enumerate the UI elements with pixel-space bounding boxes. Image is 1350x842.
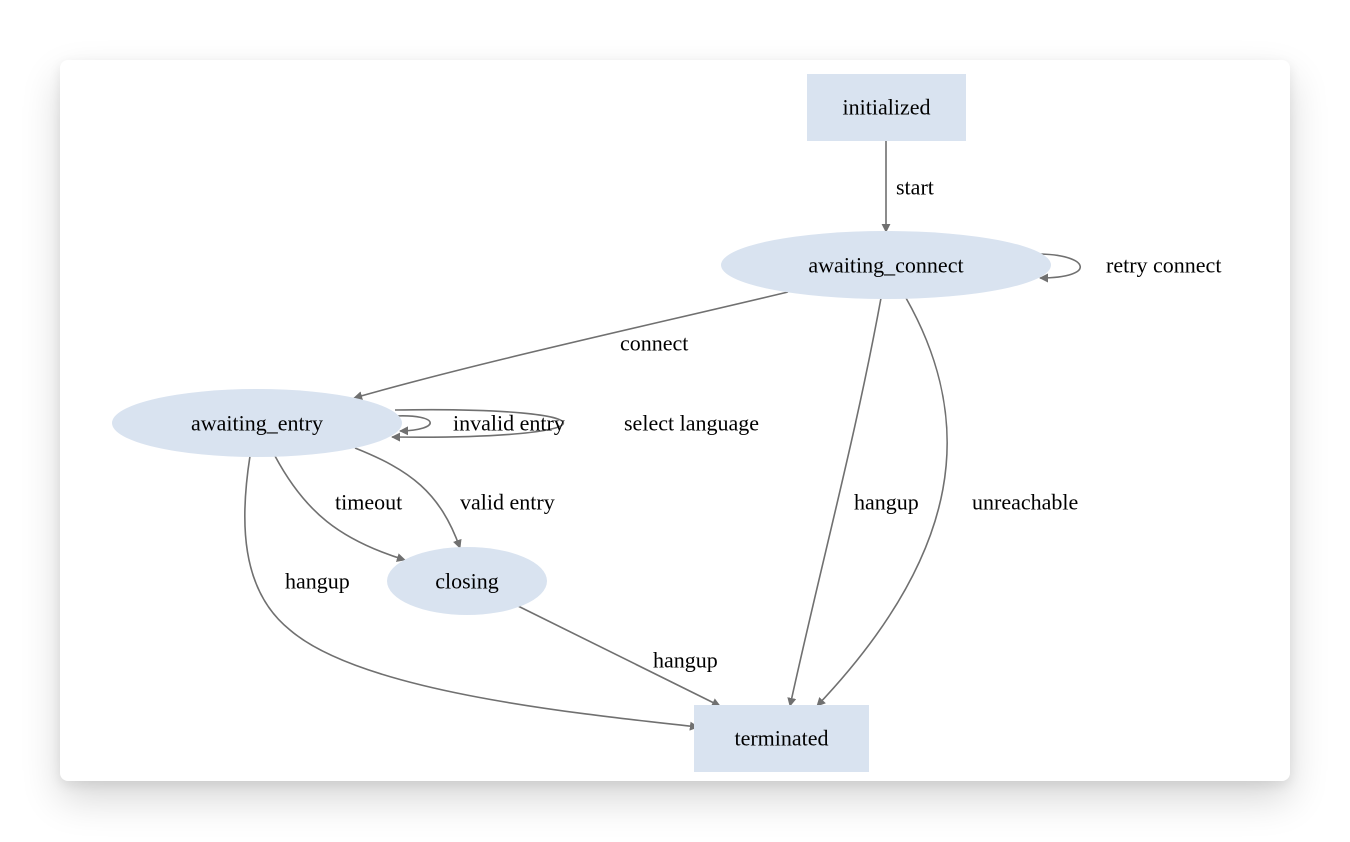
edge-retry-connect bbox=[1036, 253, 1081, 283]
node-initialized: initialized bbox=[807, 74, 966, 141]
node-terminated-label: terminated bbox=[734, 726, 828, 751]
edge-hangup-closing bbox=[517, 605, 721, 707]
node-awaiting-entry-label: awaiting_entry bbox=[191, 411, 323, 436]
edge-select-language bbox=[391, 408, 564, 442]
edge-connect bbox=[353, 291, 789, 401]
edge-label-hangup-entry: hangup bbox=[285, 569, 350, 594]
edges bbox=[244, 141, 1081, 731]
edge-invalid-entry bbox=[394, 415, 431, 436]
edge-hangup-entry bbox=[244, 455, 699, 731]
node-awaiting-connect: awaiting_connect bbox=[721, 231, 1051, 299]
edge-label-hangup-connect: hangup bbox=[854, 490, 919, 515]
edge-label-start: start bbox=[896, 175, 934, 200]
edge-hangup-connect bbox=[787, 297, 882, 707]
edge-unreachable bbox=[816, 297, 948, 707]
edge-label-invalid-entry: invalid entry bbox=[453, 411, 565, 436]
node-awaiting-entry: awaiting_entry bbox=[112, 389, 402, 457]
node-initialized-label: initialized bbox=[843, 95, 931, 120]
node-awaiting-connect-label: awaiting_connect bbox=[808, 253, 963, 278]
edge-label-valid-entry: valid entry bbox=[460, 490, 555, 515]
node-closing: closing bbox=[387, 547, 547, 615]
edge-label-retry-connect: retry connect bbox=[1106, 253, 1221, 278]
edge-label-select-language: select language bbox=[624, 411, 759, 436]
edge-label-timeout: timeout bbox=[335, 490, 402, 515]
edge-valid-entry bbox=[354, 447, 462, 549]
edge-label-connect: connect bbox=[620, 331, 688, 356]
edge-label-unreachable: unreachable bbox=[972, 490, 1078, 515]
edge-labels: start retry connect connect invalid entr… bbox=[285, 175, 1221, 673]
node-closing-label: closing bbox=[435, 569, 499, 594]
edge-label-hangup-closing: hangup bbox=[653, 648, 718, 673]
edge-timeout bbox=[274, 455, 406, 562]
node-terminated: terminated bbox=[694, 705, 869, 772]
